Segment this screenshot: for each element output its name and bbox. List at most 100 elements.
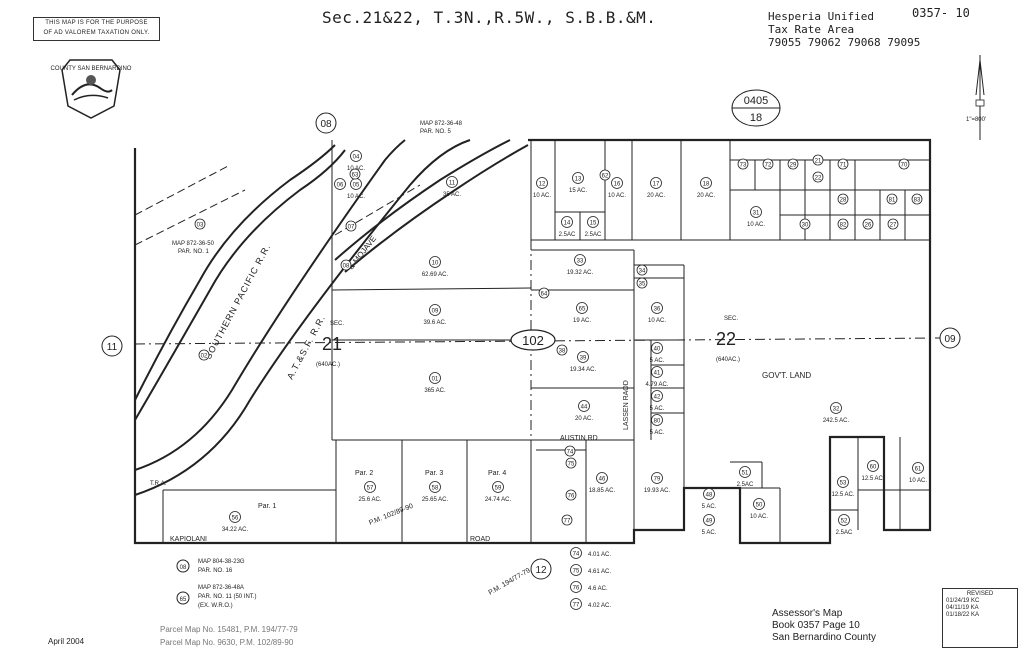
- parcel-number: 41: [654, 371, 661, 377]
- revised-title: REVISED: [966, 591, 994, 597]
- small-parcel-number: 74: [567, 450, 574, 456]
- small-parcel-26: 26: [862, 218, 874, 230]
- parcel-06: 06: [334, 178, 346, 190]
- neighbor-left: 11: [107, 342, 118, 353]
- parcel-number: 11: [449, 181, 456, 187]
- parcel-40: 405 AC.: [650, 342, 665, 364]
- page-title: Sec.21&22, T.3N.,R.5W., S.B.B.&M.: [322, 8, 657, 27]
- parcel-number: 46: [599, 477, 606, 483]
- small-parcel-number: 03: [197, 223, 204, 229]
- small-parcel-83: 83: [911, 193, 923, 205]
- parcel-51: 512.5AC: [737, 466, 754, 488]
- road-kapiolani: KAPIOLANI: [170, 536, 207, 543]
- acre-list-acres: 4.61 AC.: [588, 569, 611, 575]
- small-parcel-number: 34: [639, 269, 646, 275]
- small-parcel-34: 34: [636, 264, 648, 276]
- small-parcel-35: 35: [636, 277, 648, 289]
- legend-1-no: 08: [180, 565, 187, 571]
- assessor-line-1: Assessor's Map: [772, 608, 843, 619]
- parcel-acres: 10 AC.: [648, 318, 666, 324]
- parcel-number: 14: [564, 221, 571, 227]
- acre-list-acres: 4.02 AC.: [588, 603, 611, 609]
- neighbor-right: 09: [944, 334, 956, 345]
- small-parcel-number: 22: [815, 176, 822, 182]
- small-parcel-76: 76: [565, 489, 577, 501]
- sec-22-number: 22: [716, 329, 736, 349]
- parcel-acres: 12.5 AC.: [861, 476, 884, 482]
- small-parcel-number: 02: [201, 354, 208, 360]
- parcel-number: 80: [654, 419, 661, 425]
- parcel-number: 57: [367, 486, 374, 492]
- parcel-13: 13 15 AC.: [569, 172, 587, 194]
- small-parcel-number: 08: [343, 264, 350, 270]
- parcel-acres: 25.65 AC.: [422, 497, 449, 503]
- sec-22-label: SEC.: [724, 316, 738, 322]
- revised-3: 01/18/22 KA: [946, 612, 980, 618]
- parcel-number: 10: [432, 261, 439, 267]
- parcel-number: 05: [353, 183, 360, 189]
- taxation-notice: THIS MAP IS FOR THE PURPOSE OF AD VALORE…: [33, 17, 160, 41]
- small-parcel-28: 28: [837, 193, 849, 205]
- small-parcel-number: 76: [568, 494, 575, 500]
- parcel-acres: 19.34 AC.: [570, 367, 597, 373]
- legend-2-no: 65: [180, 597, 187, 603]
- small-parcel-number: 21: [815, 159, 822, 165]
- par-2: Par. 2: [355, 470, 373, 477]
- parcel-number: 17: [653, 182, 660, 188]
- parcel-number: 09: [432, 309, 439, 315]
- map-number: 0357- 10: [912, 6, 970, 20]
- scale-label: 1"=800': [966, 117, 986, 123]
- parcel-acres: 2.5AC: [585, 232, 602, 238]
- assessor-block: Assessor's Map Book 0357 Page 10 San Ber…: [772, 608, 876, 644]
- parcel-05: 05 10 AC.: [347, 178, 365, 200]
- parcel-acres: 15 AC.: [569, 188, 587, 194]
- legend-2-line-1: MAP 872-36-48A: [198, 585, 244, 591]
- parcel-number: 60: [870, 465, 877, 471]
- map-ref-1b: PAR. NO. 5: [420, 129, 452, 135]
- parcel-number: 13: [575, 177, 582, 183]
- small-parcel-number: 77: [564, 519, 571, 525]
- small-parcel-22: 22: [812, 171, 824, 183]
- parcel-number: 36: [654, 307, 661, 313]
- small-parcel-number: 71: [840, 163, 847, 169]
- parcel-80: 805 AC.: [650, 414, 665, 436]
- road-austin: AUSTIN RD: [560, 435, 598, 442]
- tra-subtitle: Tax Rate Area: [768, 23, 855, 36]
- par-1: Par. 1: [258, 503, 276, 510]
- parcel-acres: 20 AC.: [575, 416, 593, 422]
- parcel-acres: 19.32 AC.: [567, 270, 594, 276]
- parcel-number: 42: [654, 395, 661, 401]
- small-parcel-70: 70: [898, 158, 910, 170]
- parcel-acres: 20 AC.: [647, 193, 665, 199]
- parcel-52: 522.5AC: [836, 514, 853, 536]
- acre-list-number: 75: [573, 569, 580, 575]
- small-parcel-number: 26: [865, 223, 872, 229]
- parcel-15: 152.5AC: [585, 216, 602, 238]
- parcel-acres: 10 AC.: [347, 194, 365, 200]
- parcel-number: 40: [654, 347, 661, 353]
- small-parcel-number: 27: [890, 223, 897, 229]
- small-parcel-number: 35: [639, 282, 646, 288]
- revised-1: 01/24/19 KC: [946, 598, 980, 604]
- book-ref-top: 0405: [744, 95, 768, 107]
- parcel-acres: 2.5AC: [836, 530, 853, 536]
- notice-line-2: OF AD VALOREM TAXATION ONLY.: [43, 30, 150, 36]
- parcel-number: 31: [753, 211, 760, 217]
- govt-land: GOV'T. LAND: [762, 371, 811, 380]
- north-arrow-icon: [975, 55, 985, 140]
- map-ref-1a: MAP 872-36-48: [420, 121, 463, 127]
- small-parcel-75: 75: [565, 457, 577, 469]
- small-parcel-number: 64: [541, 292, 548, 298]
- acre-list-item: 75 4.61 AC.: [570, 564, 611, 576]
- parcel-acres: 10 AC.: [750, 514, 768, 520]
